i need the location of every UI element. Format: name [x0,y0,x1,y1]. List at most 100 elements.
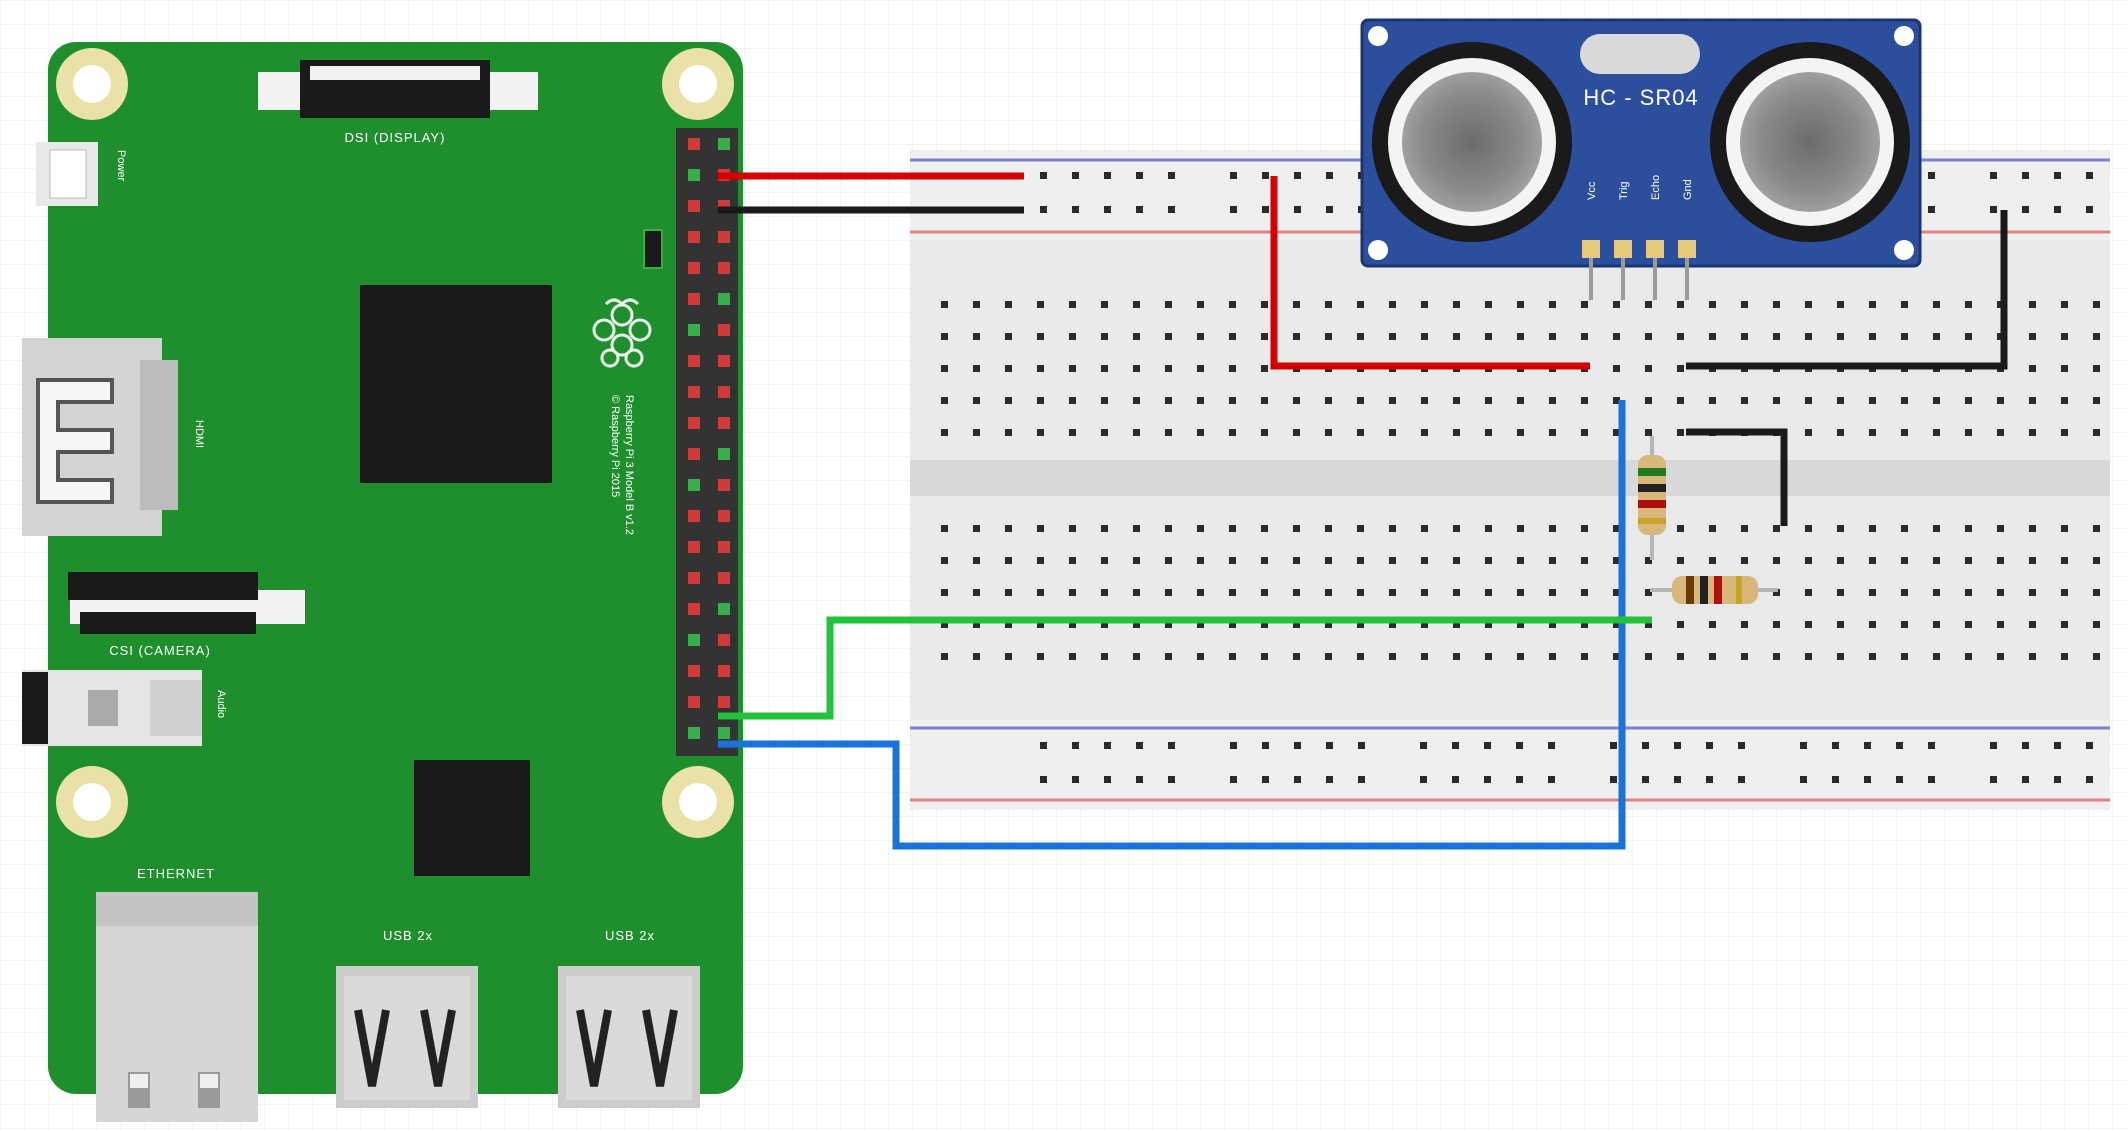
sensor-pin-gnd: Gnd [1678,179,1696,300]
camera-label: CSI (CAMERA) [109,643,211,658]
rail-hole [1136,742,1143,749]
usb-port-left: USB 2x [336,928,478,1108]
rail-hole [1262,742,1269,749]
hdmi-label: HDMI [193,420,205,448]
wire-trig [718,400,1626,850]
rail-hole [1420,742,1427,749]
rail-hole [1896,742,1903,749]
rail-hole [1706,776,1713,783]
gpio-pin [688,603,700,615]
rail-hole [1040,206,1047,213]
rail-hole [1452,742,1459,749]
audio-label: Audio [215,690,227,718]
wire-sensor-gnd [1686,210,2008,370]
rail-hole [2022,776,2029,783]
gpio-pin [718,324,730,336]
rail-hole [1738,742,1745,749]
gpio-pin [688,727,700,739]
gpio-pin [718,262,730,274]
rail-hole [1674,742,1681,749]
rail-hole [1864,742,1871,749]
mounting-hole [56,48,128,120]
wires [718,172,2008,850]
audio-jack: Audio [22,670,227,746]
transducer-right [1710,42,1910,242]
gpio-pin [688,293,700,305]
sensor-pin-label: Vcc [1586,181,1598,200]
gpio-pin [688,448,700,460]
sensor-name: HC - SR04 [1583,85,1698,110]
rail-hole [1294,776,1301,783]
rail-hole [1040,776,1047,783]
rail-hole [1516,776,1523,783]
rail-hole [1104,206,1111,213]
sensor-pin-trig: Trig [1614,181,1632,300]
rail-hole [1990,742,1997,749]
rail-hole [1136,172,1143,179]
rail-hole [1610,742,1617,749]
rail-hole [2022,206,2029,213]
rail-hole [1326,172,1333,179]
gpio-pin [718,138,730,150]
gpio-pin [718,634,730,646]
rail-hole [1990,206,1997,213]
gpio-pin [688,169,700,181]
ethernet-port: ETHERNET [96,866,258,1122]
sensor-pin-label: Gnd [1682,179,1694,200]
resistor-vertical [1638,436,1666,560]
usb-right-label: USB 2x [605,928,655,943]
dsi-connector: DSI (DISPLAY) [258,60,538,145]
gpio-pin [688,510,700,522]
rail-hole [2086,776,2093,783]
rail-hole [1832,776,1839,783]
gpio-pin [688,231,700,243]
rail-hole [1642,742,1649,749]
gpio-pin [688,200,700,212]
rail-hole [1800,742,1807,749]
sensor-pin-echo: Echo [1646,175,1664,300]
rail-hole [2054,742,2061,749]
gpio-pin [718,355,730,367]
rail-hole [1230,742,1237,749]
sensor-pin-label: Echo [1650,175,1662,200]
gpio-pin [688,324,700,336]
gpio-pin [718,448,730,460]
gpio-pin [688,479,700,491]
dsi-label: DSI (DISPLAY) [345,130,446,145]
rail-hole [1642,776,1649,783]
usb-lan-chip [414,760,530,876]
hdmi-port: HDMI [22,338,205,536]
rail-hole [1928,742,1935,749]
rail-hole [1104,172,1111,179]
rail-hole [1990,172,1997,179]
rail-hole [1358,742,1365,749]
rail-hole [1104,742,1111,749]
gpio-pin [688,386,700,398]
rail-hole [1516,742,1523,749]
rail-hole [1136,776,1143,783]
rail-hole [1104,776,1111,783]
rail-hole [1674,776,1681,783]
power-label: Power [115,150,127,182]
gpio-pin [688,634,700,646]
gpio-pin [718,572,730,584]
wire-echo [718,616,1652,720]
rail-hole [1800,776,1807,783]
raspberry-logo-icon [592,298,652,368]
gpio-pin [718,479,730,491]
sensor-pin-vcc: Vcc [1582,181,1600,300]
rail-hole [1040,172,1047,179]
rail-hole [1294,742,1301,749]
gpio-pin [718,665,730,677]
rail-hole [1230,206,1237,213]
gpio-pin [718,541,730,553]
raspberry-pi-board: DSI (DISPLAY) Power HDMI CSI (CAMERA) [22,42,743,1122]
rail-hole [2054,206,2061,213]
gpio-pin [718,603,730,615]
rail-hole [1706,742,1713,749]
rail-hole [2086,206,2093,213]
rail-hole [1548,742,1555,749]
gpio-pin [688,541,700,553]
wire-divider-gnd [1686,428,1788,526]
